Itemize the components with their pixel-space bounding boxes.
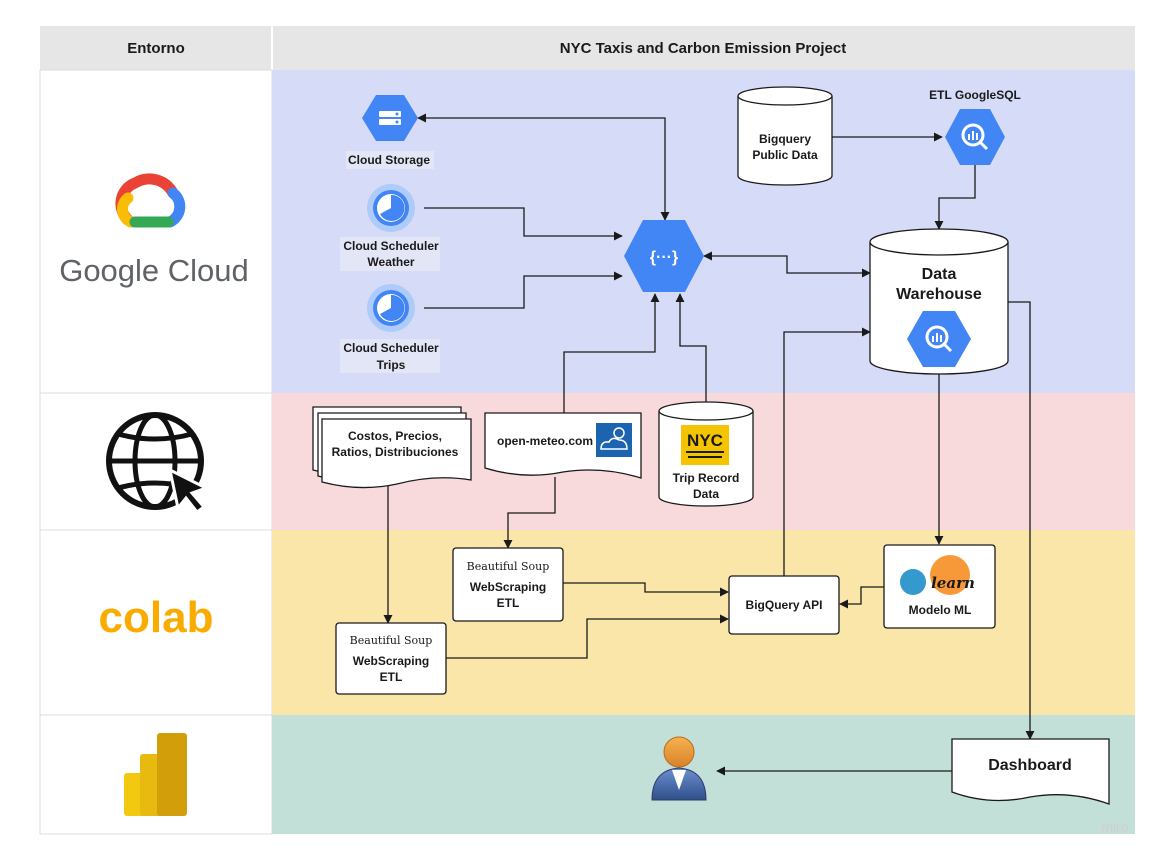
- trip-record-label-2: Data: [693, 487, 719, 501]
- clock-icon: [367, 284, 415, 332]
- google-cloud-wordmark: Google Cloud: [59, 253, 249, 288]
- webscraping-2-label-2: ETL: [380, 670, 403, 684]
- colab-wordmark: colab: [99, 593, 214, 642]
- powerbi-logo: [124, 733, 187, 816]
- connectors: [383, 113, 1035, 776]
- user-icon: [651, 736, 707, 801]
- bigquery-icon: [907, 311, 971, 367]
- cloud-scheduler-weather-node[interactable]: Cloud Scheduler Weather: [340, 184, 440, 271]
- beautifulsoup-logo: Beautiful Soup: [350, 634, 433, 647]
- cloud-storage-icon: [362, 95, 418, 141]
- cloud-functions-icon: [624, 220, 704, 292]
- trip-record-label-1: Trip Record: [673, 471, 740, 485]
- header-entorno: Entorno: [127, 40, 185, 57]
- cloud-storage-node[interactable]: Cloud Storage: [346, 95, 434, 169]
- bigquery-public-label-1: Bigquery: [759, 132, 811, 146]
- cloud-functions-node[interactable]: {···}: [624, 220, 704, 292]
- beautifulsoup-logo: Beautiful Soup: [467, 560, 550, 573]
- open-meteo-document[interactable]: open-meteo.com: [484, 412, 642, 479]
- bigquery-api-node[interactable]: BigQuery API: [728, 575, 840, 635]
- modelo-ml-node[interactable]: learn Modelo ML: [883, 544, 996, 629]
- data-warehouse-label-2: Warehouse: [896, 286, 982, 303]
- open-meteo-label: open-meteo.com: [497, 434, 593, 448]
- cloud-storage-label: Cloud Storage: [348, 153, 430, 167]
- costos-precios-document[interactable]: Costos, Precios, Ratios, Distribuciones: [312, 406, 472, 489]
- svg-text:learn: learn: [931, 574, 975, 592]
- nyc-tlc-logo: [681, 425, 729, 465]
- scheduler-trips-label-1: Cloud Scheduler: [343, 341, 439, 355]
- etl-googlesql-label: ETL GoogleSQL: [929, 88, 1021, 102]
- webscraping-etl-node-1[interactable]: Beautiful Soup WebScraping ETL: [452, 547, 564, 622]
- bigquery-public-label-2: Public Data: [752, 148, 818, 162]
- scheduler-trips-label-2: Trips: [377, 358, 406, 372]
- header-row: [40, 26, 1135, 70]
- dashboard-label: Dashboard: [988, 757, 1072, 774]
- dashboard-node[interactable]: Dashboard: [951, 738, 1110, 805]
- google-cloud-logo: Google Cloud: [59, 173, 249, 288]
- bigquery-api-label: BigQuery API: [746, 598, 823, 612]
- webscraping-1-label-2: ETL: [497, 596, 520, 610]
- costos-label-1: Costos, Precios,: [348, 429, 442, 443]
- miro-watermark: miro: [1101, 819, 1128, 835]
- cloud-scheduler-trips-node[interactable]: Cloud Scheduler Trips: [340, 284, 440, 373]
- scikit-learn-logo: learn: [900, 555, 975, 595]
- webscraping-etl-node-2[interactable]: Beautiful Soup WebScraping ETL: [335, 622, 447, 695]
- webscraping-2-label-1: WebScraping: [353, 654, 429, 668]
- clock-icon: [367, 184, 415, 232]
- bigquery-icon: [945, 109, 1005, 165]
- data-warehouse-label-1: Data: [922, 266, 957, 283]
- modelo-ml-label: Modelo ML: [909, 603, 972, 617]
- trip-record-data-node[interactable]: NYC Trip Record Data: [658, 401, 754, 507]
- globe-cursor-icon: [106, 412, 210, 515]
- svg-text:{···}: {···}: [650, 249, 678, 266]
- scheduler-weather-label-1: Cloud Scheduler: [343, 239, 439, 253]
- costos-label-2: Ratios, Distribuciones: [332, 445, 459, 459]
- header-project-title: NYC Taxis and Carbon Emission Project: [560, 40, 846, 57]
- scheduler-weather-label-2: Weather: [367, 255, 414, 269]
- weather-icon: [596, 423, 632, 457]
- data-warehouse-node[interactable]: Data Warehouse: [869, 228, 1009, 375]
- webscraping-1-label-1: WebScraping: [470, 580, 546, 594]
- bigquery-public-data-node[interactable]: Bigquery Public Data: [737, 86, 833, 186]
- etl-googlesql-node[interactable]: ETL GoogleSQL: [929, 88, 1021, 165]
- svg-text:NYC: NYC: [687, 431, 723, 450]
